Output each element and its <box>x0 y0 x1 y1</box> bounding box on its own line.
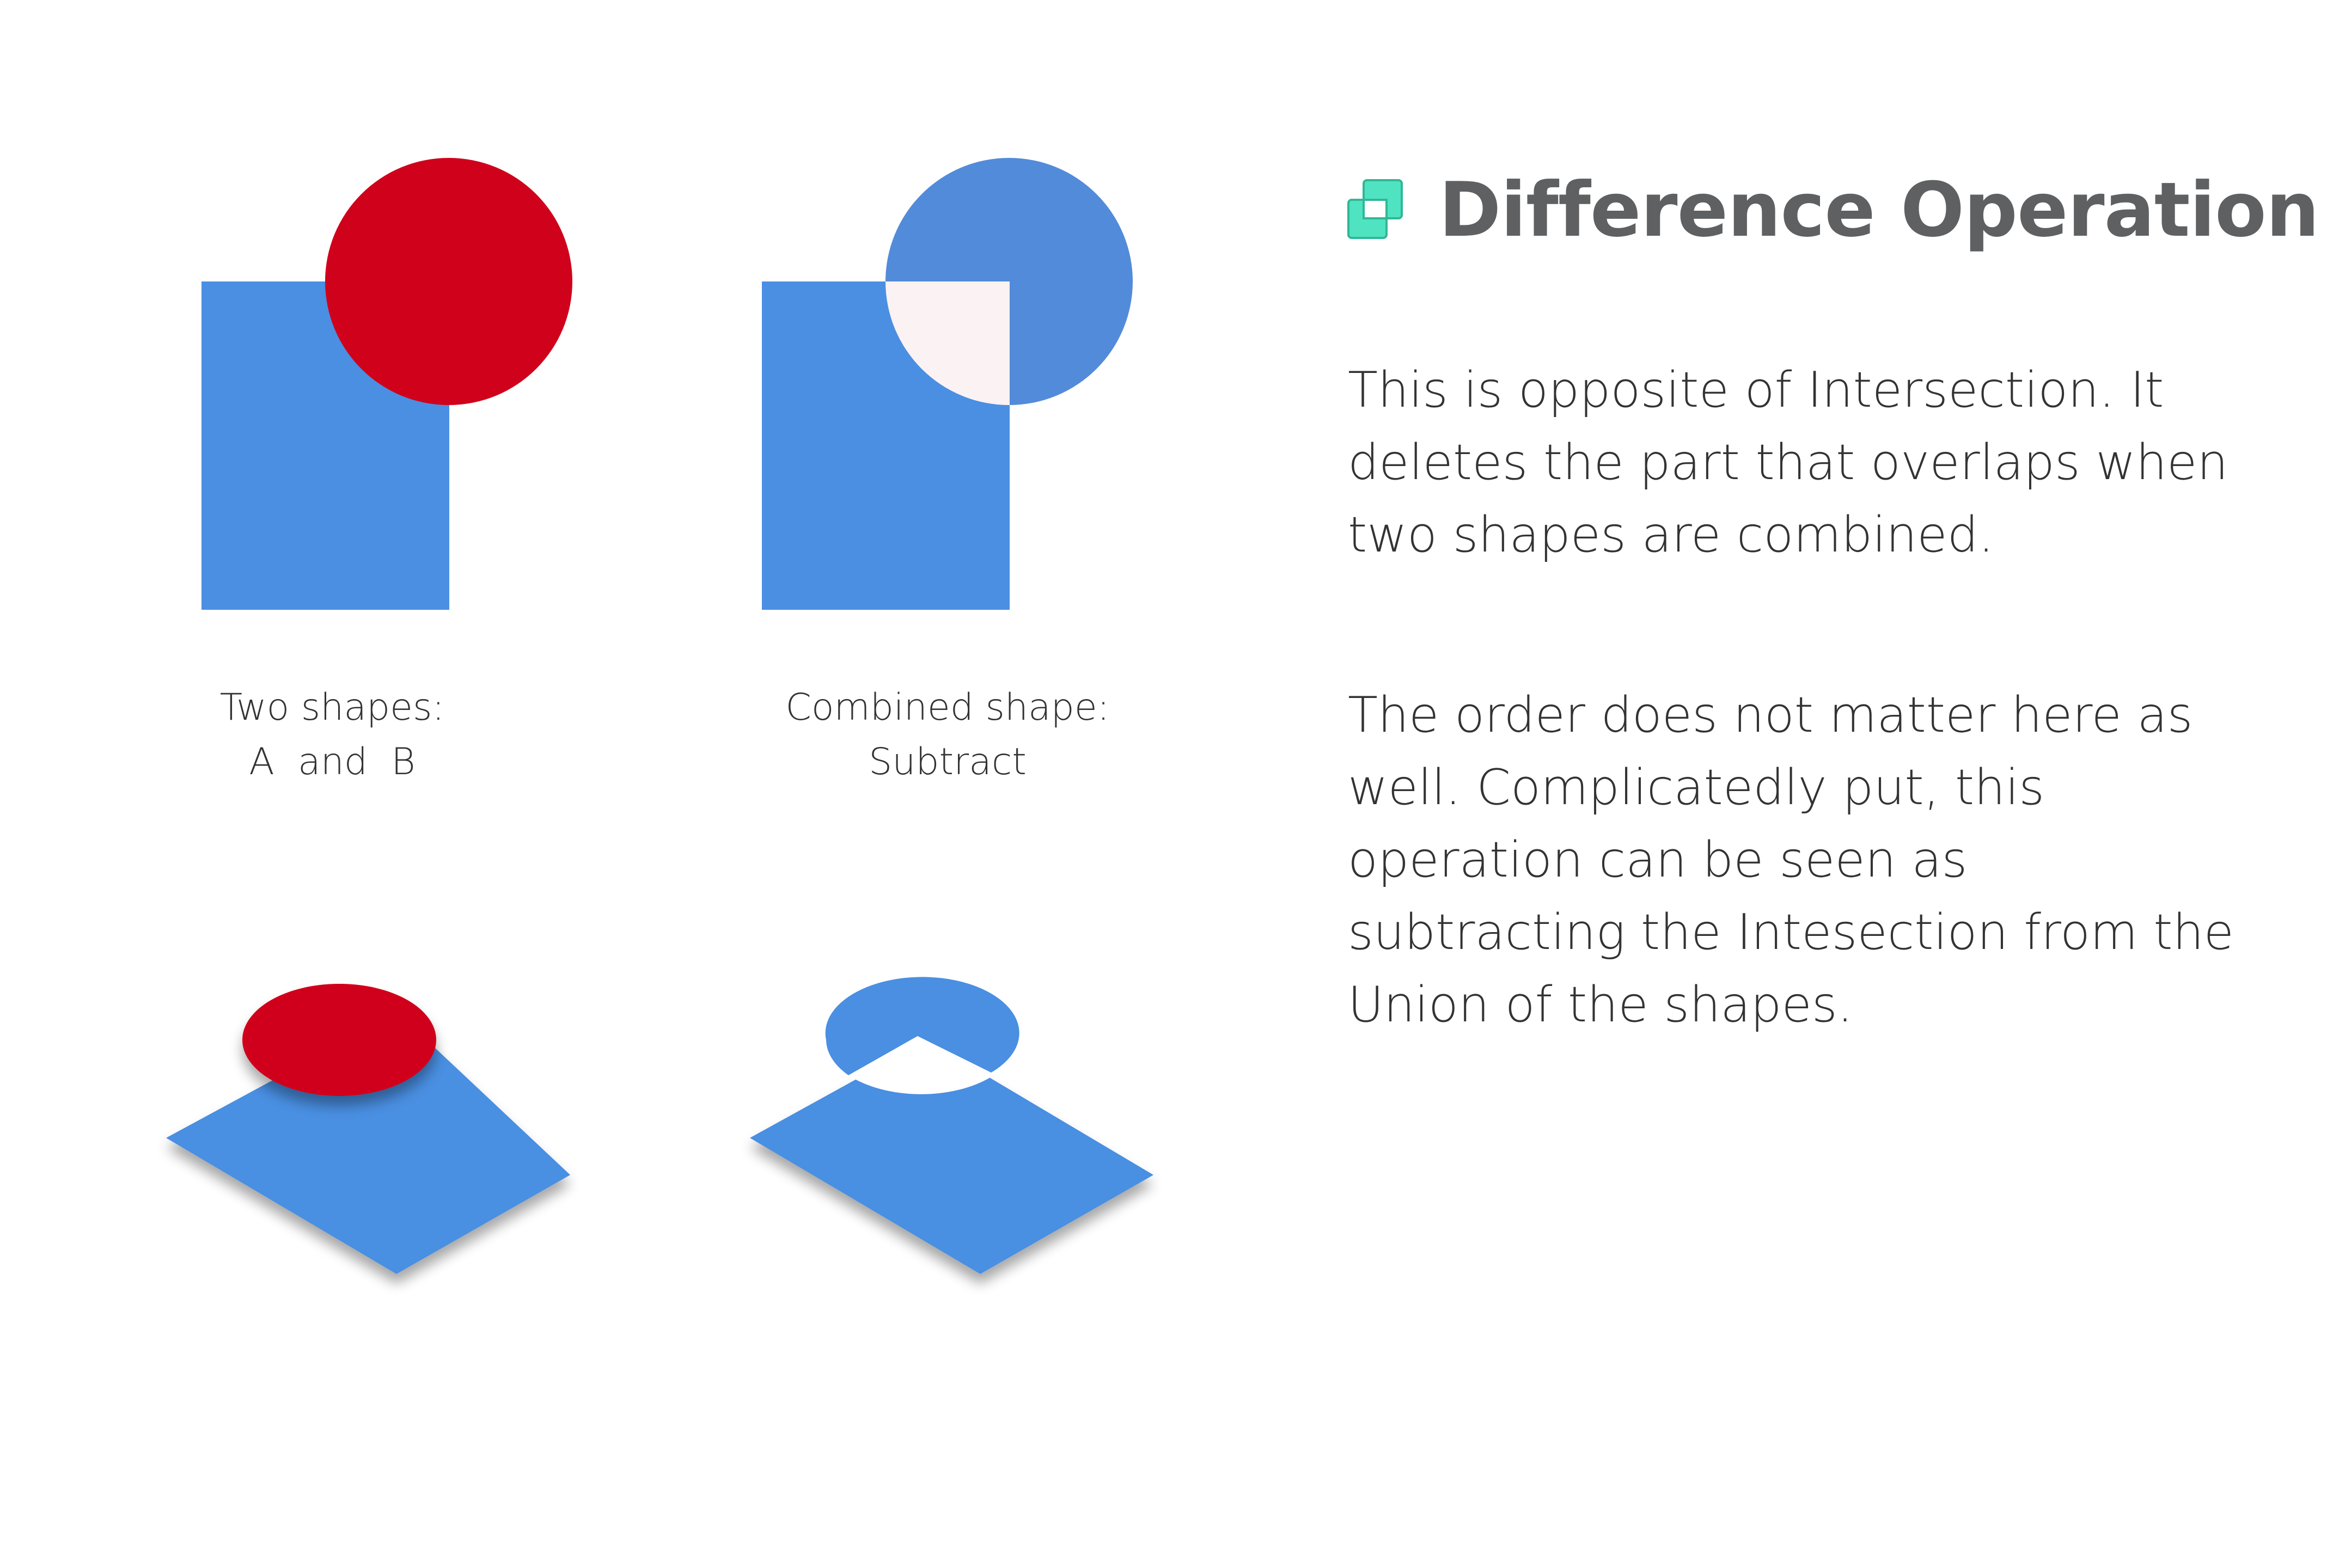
description-paragraph-1: This is opposite of Intersection. It del… <box>1348 354 2295 571</box>
paragraph-2-line-4: subtracting the Intesection from the <box>1348 904 2234 961</box>
caption-combined-shape: Combined shape: Subtract <box>757 681 1138 789</box>
caption-combined-shape-line1: Combined shape: <box>785 686 1110 729</box>
paragraph-2-line-1: The order does not matter here as <box>1348 687 2193 744</box>
paragraph-1-line-2: deletes the part that overlaps when <box>1348 434 2228 491</box>
isometric-hole <box>848 1036 991 1094</box>
description-paragraph-2: The order does not matter here as well. … <box>1348 679 2295 1041</box>
shape-b-circle <box>325 158 572 405</box>
overlapping-squares-icon <box>1347 179 1403 239</box>
title-row: Difference Operation <box>1345 163 2319 256</box>
combined-subtract-shape <box>762 158 1133 610</box>
paragraph-2-line-5: Union of the shapes. <box>1348 976 1853 1033</box>
overlap-cutout-region <box>885 281 1010 406</box>
paragraph-1-line-3: two shapes are combined. <box>1348 506 1994 564</box>
isometric-subtract-shape <box>750 977 1153 1274</box>
isometric-rhombus-a <box>166 1013 570 1274</box>
caption-combined-shape-line2: Subtract <box>869 740 1027 783</box>
caption-two-shapes: Two shapes: A and B <box>180 681 485 789</box>
isometric-ellipse-b <box>242 984 436 1096</box>
page-title: Difference Operation <box>1439 166 2319 254</box>
paragraph-2-line-2: well. Complicatedly put, this <box>1348 759 2045 816</box>
isometric-rhombus-subtract <box>750 1036 1153 1274</box>
paragraph-1-line-1: This is opposite of Intersection. It <box>1348 362 2164 419</box>
shapes-a-and-b <box>201 158 572 610</box>
caption-two-shapes-line2: A and B <box>249 740 416 783</box>
paragraph-2-line-3: operation can be seen as <box>1348 831 1968 889</box>
caption-two-shapes-line1: Two shapes: <box>219 686 445 729</box>
isometric-ring-subtract <box>825 977 1019 1075</box>
isometric-shapes-a-and-b <box>166 984 570 1274</box>
